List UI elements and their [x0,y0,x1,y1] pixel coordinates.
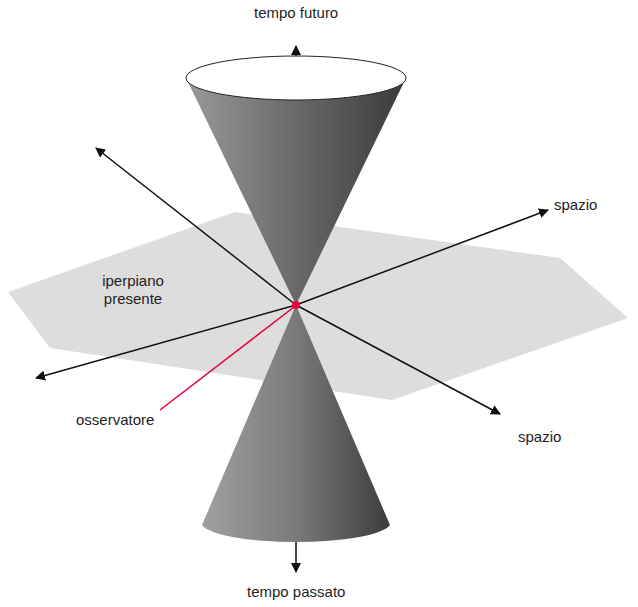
observer-leader [160,307,294,410]
observer-label: osservatore [76,411,154,429]
axis-label: spazio [518,428,561,446]
future-cone [186,78,406,305]
future-cone-rim [186,56,406,100]
observer-dot [292,301,300,309]
space-axis-a-right [296,210,548,305]
axis-label: spazio [554,196,597,214]
time-label: tempo futuro [254,4,338,22]
plane-label: iperpiano presente [83,272,183,308]
space-axis-b-right [296,305,500,414]
space-axis-a-left [36,305,296,378]
time-label: tempo passato [247,583,345,601]
